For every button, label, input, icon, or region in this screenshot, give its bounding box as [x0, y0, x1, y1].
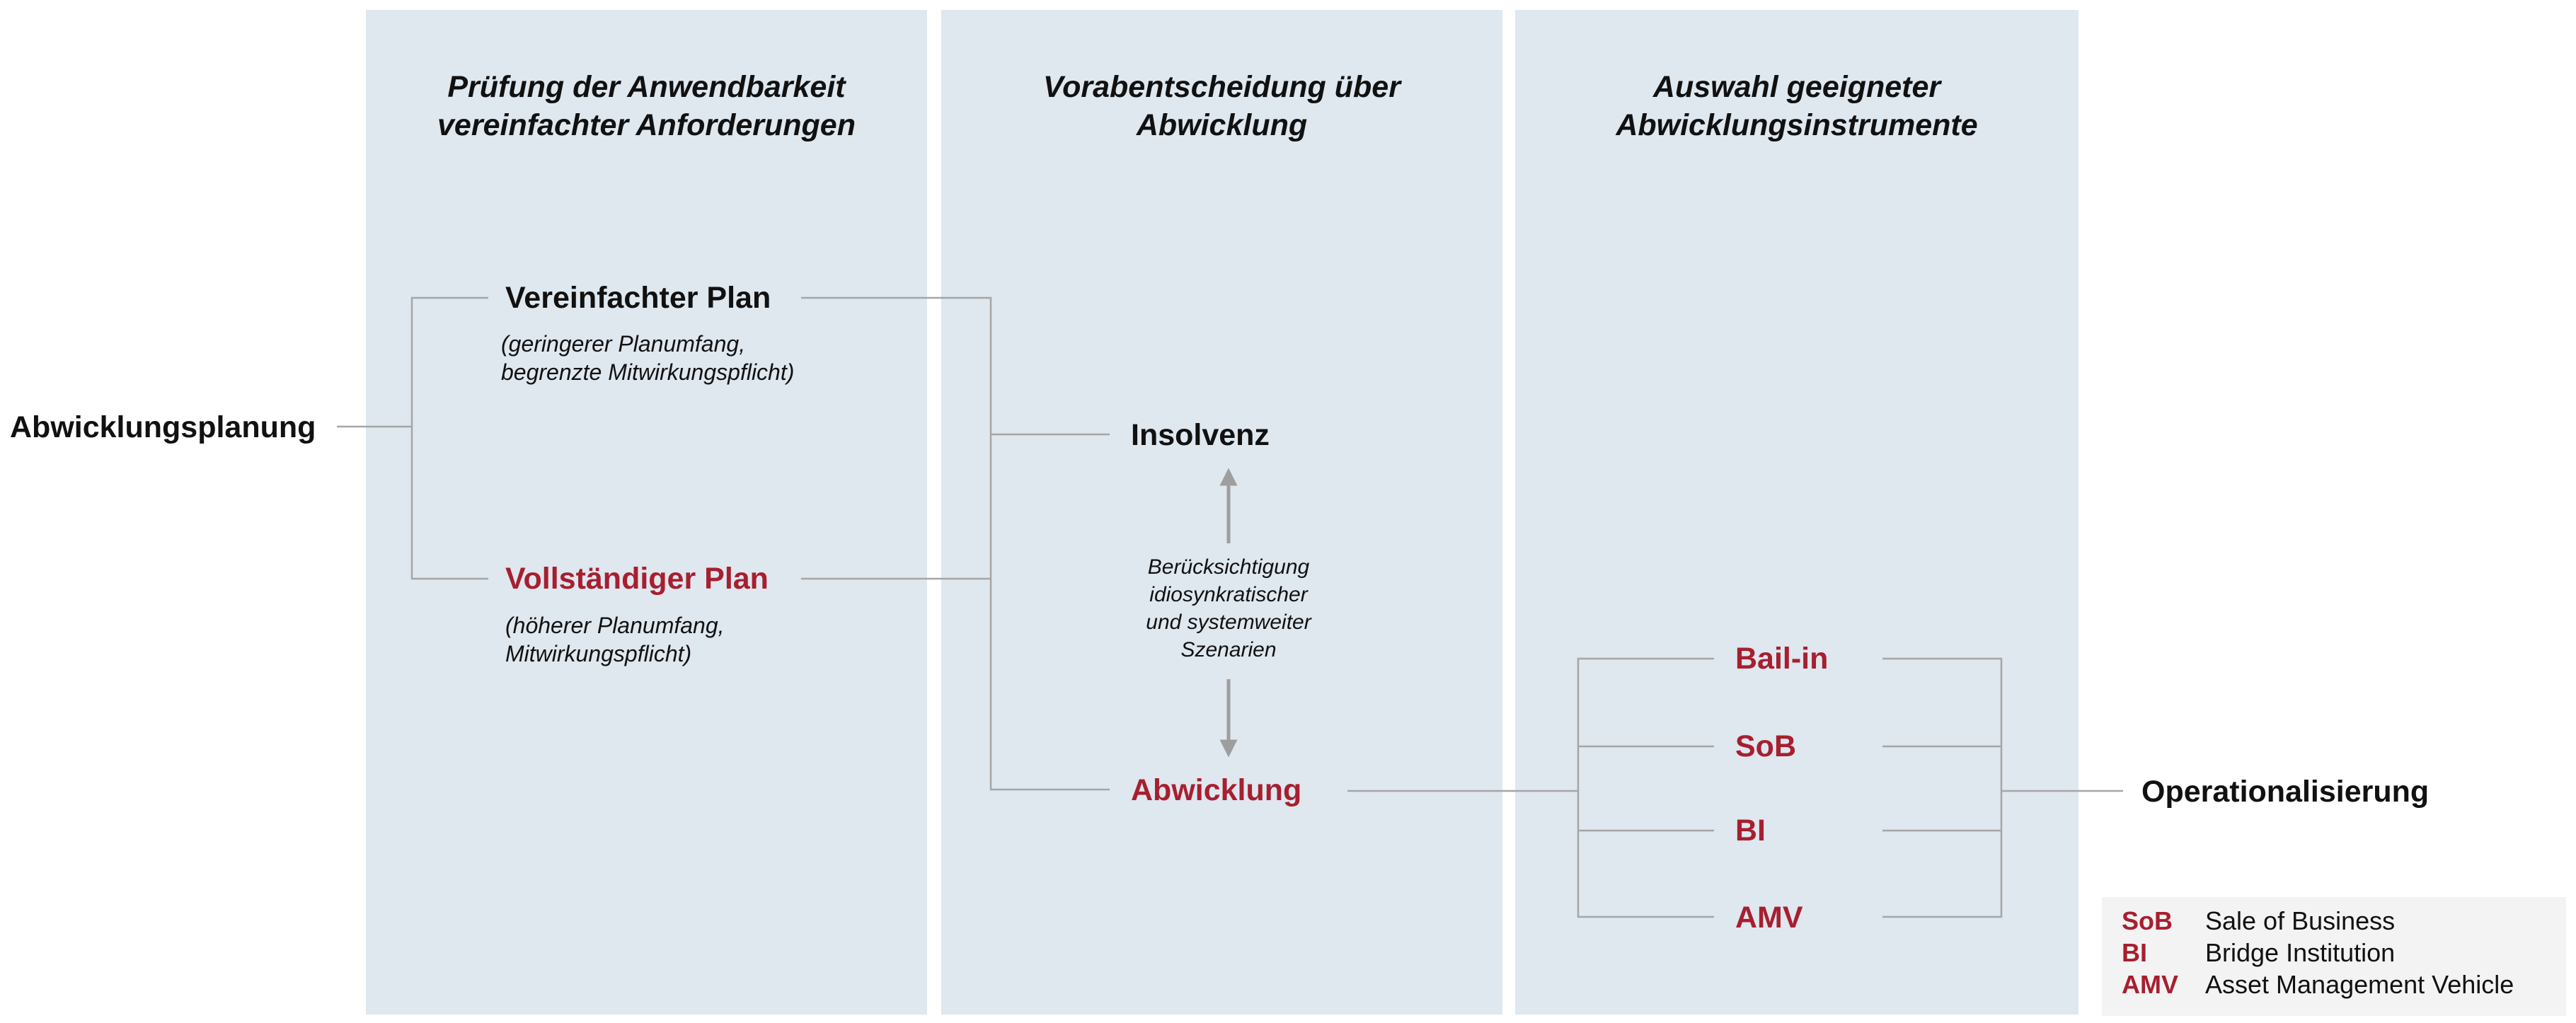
legend-full: Asset Management Vehicle: [2205, 970, 2514, 999]
legend-row: AMV Asset Management Vehicle: [2122, 969, 2514, 1000]
legend-abbr: AMV: [2122, 970, 2178, 999]
decision-resolution: Abwicklung: [1131, 773, 1302, 807]
connector-plan-bracket: [410, 296, 488, 580]
root-node: Abwicklungsplanung: [10, 410, 316, 444]
column-title-instrument-selection: Auswahl geeigneter Abwicklungsinstrument…: [1616, 70, 1978, 142]
plan-full-note: (höherer Planumfang, Mitwirkungspflicht): [505, 613, 725, 666]
column-title-resolution-decision: Vorabentscheidung über Abwicklung: [1043, 70, 1401, 142]
plan-full: Vollständiger Plan: [505, 562, 769, 596]
column-title-applicability-check: Prüfung der Anwendbarkeit vereinfachter …: [437, 70, 856, 142]
column-panel-applicability-check: [366, 10, 927, 1015]
legend-row: BI Bridge Institution: [2122, 937, 2395, 969]
outcome-node: Operationalisierung: [2141, 775, 2430, 809]
legend-abbr: SoB: [2122, 906, 2173, 935]
connector-instrument-bracket-right: [1882, 657, 2003, 918]
legend-full: Bridge Institution: [2205, 938, 2396, 967]
legend-full: Sale of Business: [2205, 906, 2396, 935]
plan-simplified: Vereinfachter Plan: [505, 281, 771, 315]
column-panel-resolution-decision: [941, 10, 1502, 1015]
connector-simplified-plan: [801, 296, 1110, 791]
plan-simplified-note: (geringerer Planumfang, begrenzte Mitwir…: [501, 331, 795, 385]
legend-abbr: BI: [2122, 938, 2147, 967]
legend-row: SoB Sale of Business: [2122, 906, 2395, 937]
connector-instrument-bracket-left: [1577, 657, 1714, 918]
instrument-bi: BI: [1735, 814, 1766, 848]
instrument-sob: SoB: [1735, 729, 1796, 763]
column-panel-instrument-selection: [1515, 10, 2078, 1015]
decision-insolvency: Insolvenz: [1131, 418, 1270, 452]
abbreviation-legend: SoB Sale of Business BI Bridge Institution…: [2102, 897, 2566, 1016]
instrument-amv: AMV: [1735, 901, 1803, 935]
decision-scenario-note: Berücksichtigung idiosynkratischer und s…: [1146, 555, 1311, 661]
instrument-bail-in: Bail-in: [1735, 642, 1829, 676]
